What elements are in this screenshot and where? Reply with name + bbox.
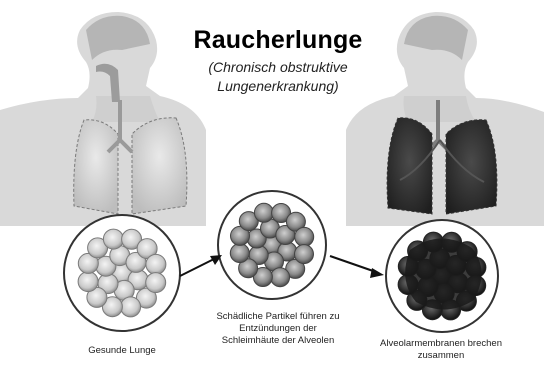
alveolus (271, 268, 290, 287)
alveolus (146, 273, 166, 293)
healthy-lung-label: Gesunde Lunge (62, 345, 182, 357)
diagram-subtitle: (Chronisch obstruktive Lungenerkrankung) (176, 58, 380, 96)
arrow-right-icon (180, 255, 222, 276)
diagram-title: Raucherlunge (168, 26, 388, 55)
alveolus (295, 245, 314, 264)
arrow-right-icon (330, 256, 384, 278)
alveolus (103, 229, 123, 249)
alveolus (121, 297, 141, 317)
healthy-alveoli-circle (64, 215, 180, 331)
alveolus (78, 272, 98, 292)
inflamed-alveoli-circle (218, 191, 326, 299)
collapsed-alveoli-circle (386, 220, 498, 332)
alveolus (295, 227, 314, 246)
collapse-label: Alveolarmembranen brechen zusammen (376, 338, 506, 362)
inflammation-label: Schädliche Partikel führen zu Entzündung… (216, 311, 340, 347)
alveolus (146, 254, 166, 274)
alveolus (230, 244, 249, 263)
alveolus (254, 203, 273, 222)
